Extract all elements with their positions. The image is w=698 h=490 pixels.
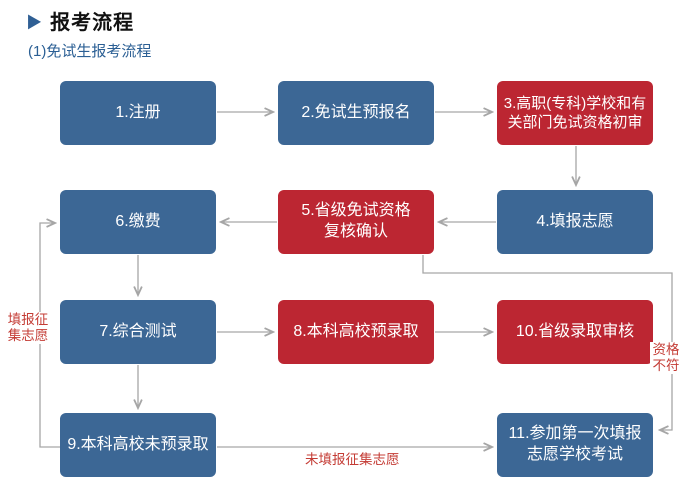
flow-node-9-not-preadmitted: 9.本科高校未预录取 [60, 413, 216, 477]
page-title: 报考流程 [50, 12, 135, 34]
flow-subtitle: (1)免试生报考流程 [28, 43, 152, 60]
title-triangle-icon: ▶ [28, 9, 42, 32]
page-title-row: ▶ 报考流程 [28, 6, 134, 35]
edge-label-no-resubmit-preference: 未填报征集志愿 [304, 452, 401, 469]
edge-label-qualification-mismatch: 资格 不符 [650, 342, 682, 375]
flow-node-10-provincial-admission-review: 10.省级录取审核 [497, 300, 653, 364]
flow-node-7-comprehensive-test: 7.综合测试 [60, 300, 216, 364]
flow-node-1-register: 1.注册 [60, 81, 216, 145]
edge-label-resubmit-preference: 填报征 集志愿 [6, 312, 50, 345]
flow-node-6-payment: 6.缴费 [60, 190, 216, 254]
flow-node-11-first-choice-school-exam: 11.参加第一次填报 志愿学校考试 [497, 413, 653, 477]
flow-node-3-initial-qualification-review: 3.高职(专科)学校和有 关部门免试资格初审 [497, 81, 653, 145]
flow-node-8-undergrad-preadmission: 8.本科高校预录取 [278, 300, 434, 364]
flow-node-2-preregistration: 2.免试生预报名 [278, 81, 434, 145]
flow-node-4-fill-preferences: 4.填报志愿 [497, 190, 653, 254]
flow-node-5-provincial-recheck: 5.省级免试资格 复核确认 [278, 190, 434, 254]
